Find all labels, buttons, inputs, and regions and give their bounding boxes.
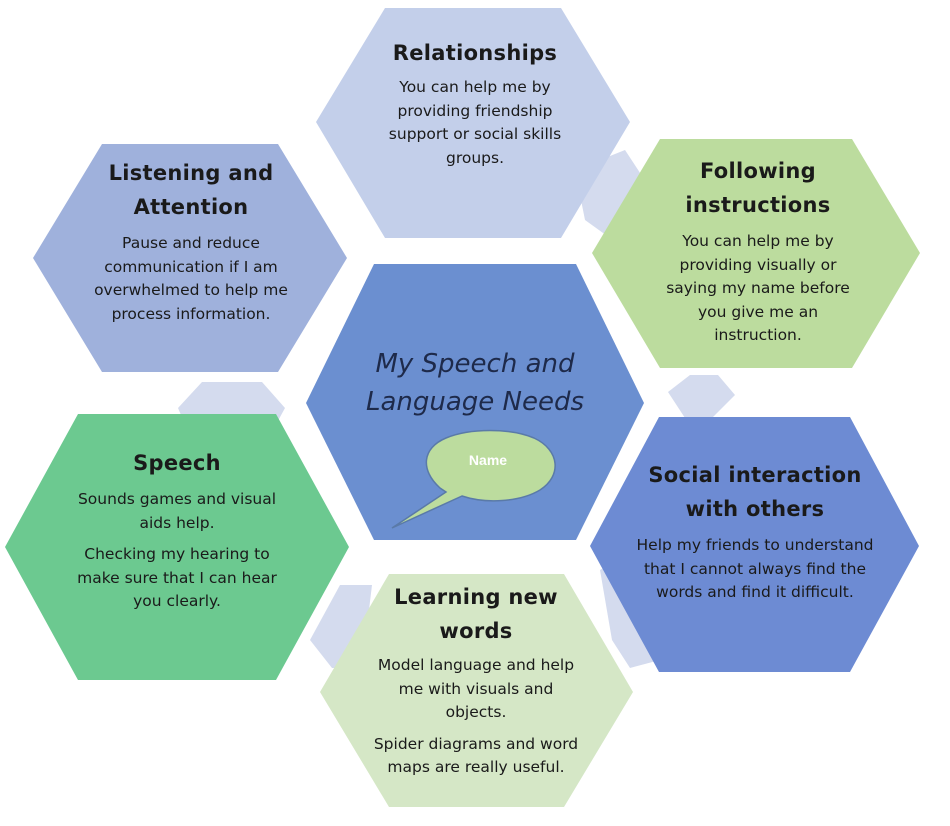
learning-body-1: Model language and help me with visuals … bbox=[377, 656, 575, 721]
name-label: Name bbox=[468, 452, 508, 468]
hexagon-social bbox=[590, 417, 919, 672]
center-title-line2: Language Needs bbox=[365, 387, 585, 417]
social-text-block: Social interaction with others Help my f… bbox=[636, 458, 874, 613]
hexagon-listening bbox=[33, 144, 347, 372]
social-title-line1: Social interaction bbox=[648, 463, 862, 487]
speech-title: Speech bbox=[133, 451, 221, 475]
listening-title-line2: Attention bbox=[133, 195, 249, 219]
learning-title-line1: Learning new bbox=[394, 585, 558, 609]
social-title-line2: with others bbox=[685, 497, 825, 521]
listening-body: Pause and reduce communication if I am o… bbox=[94, 234, 288, 323]
following-title-line2: instructions bbox=[685, 193, 831, 217]
hexagon-learning bbox=[320, 574, 633, 807]
following-body: You can help me by providing visually or… bbox=[666, 232, 850, 344]
speech-body-2: Checking my hearing to make sure that I … bbox=[77, 545, 277, 610]
relationships-text-block: Relationships You can help me by providi… bbox=[368, 36, 582, 178]
hexagon-speech bbox=[5, 414, 349, 680]
speech-bubble-icon bbox=[391, 429, 556, 529]
following-title-line1: Following bbox=[699, 159, 817, 183]
connector-following-social bbox=[668, 375, 735, 418]
center-title: My Speech and Language Needs bbox=[330, 345, 620, 421]
hexagon-relationships bbox=[316, 8, 630, 238]
listening-text-block: Listening and Attention Pause and reduce… bbox=[86, 156, 296, 334]
learning-title-line2: words bbox=[439, 619, 513, 643]
learning-text-block: Learning new words Model language and he… bbox=[368, 580, 584, 788]
learning-body-2: Spider diagrams and word maps are really… bbox=[373, 734, 579, 777]
relationships-title: Relationships bbox=[392, 41, 558, 65]
social-body: Help my friends to understand that I can… bbox=[636, 536, 874, 601]
center-title-line1: My Speech and bbox=[375, 349, 575, 379]
relationships-body: You can help me by providing friendship … bbox=[388, 78, 562, 167]
listening-title-line1: Listening and bbox=[108, 161, 274, 185]
speech-body-1: Sounds games and visual aids help. bbox=[77, 490, 277, 532]
hexagon-center bbox=[306, 264, 644, 540]
following-text-block: Following instructions You can help me b… bbox=[652, 154, 864, 356]
hexagon-following bbox=[592, 139, 920, 368]
speech-text-block: Speech Sounds games and visual aids help… bbox=[62, 446, 292, 622]
